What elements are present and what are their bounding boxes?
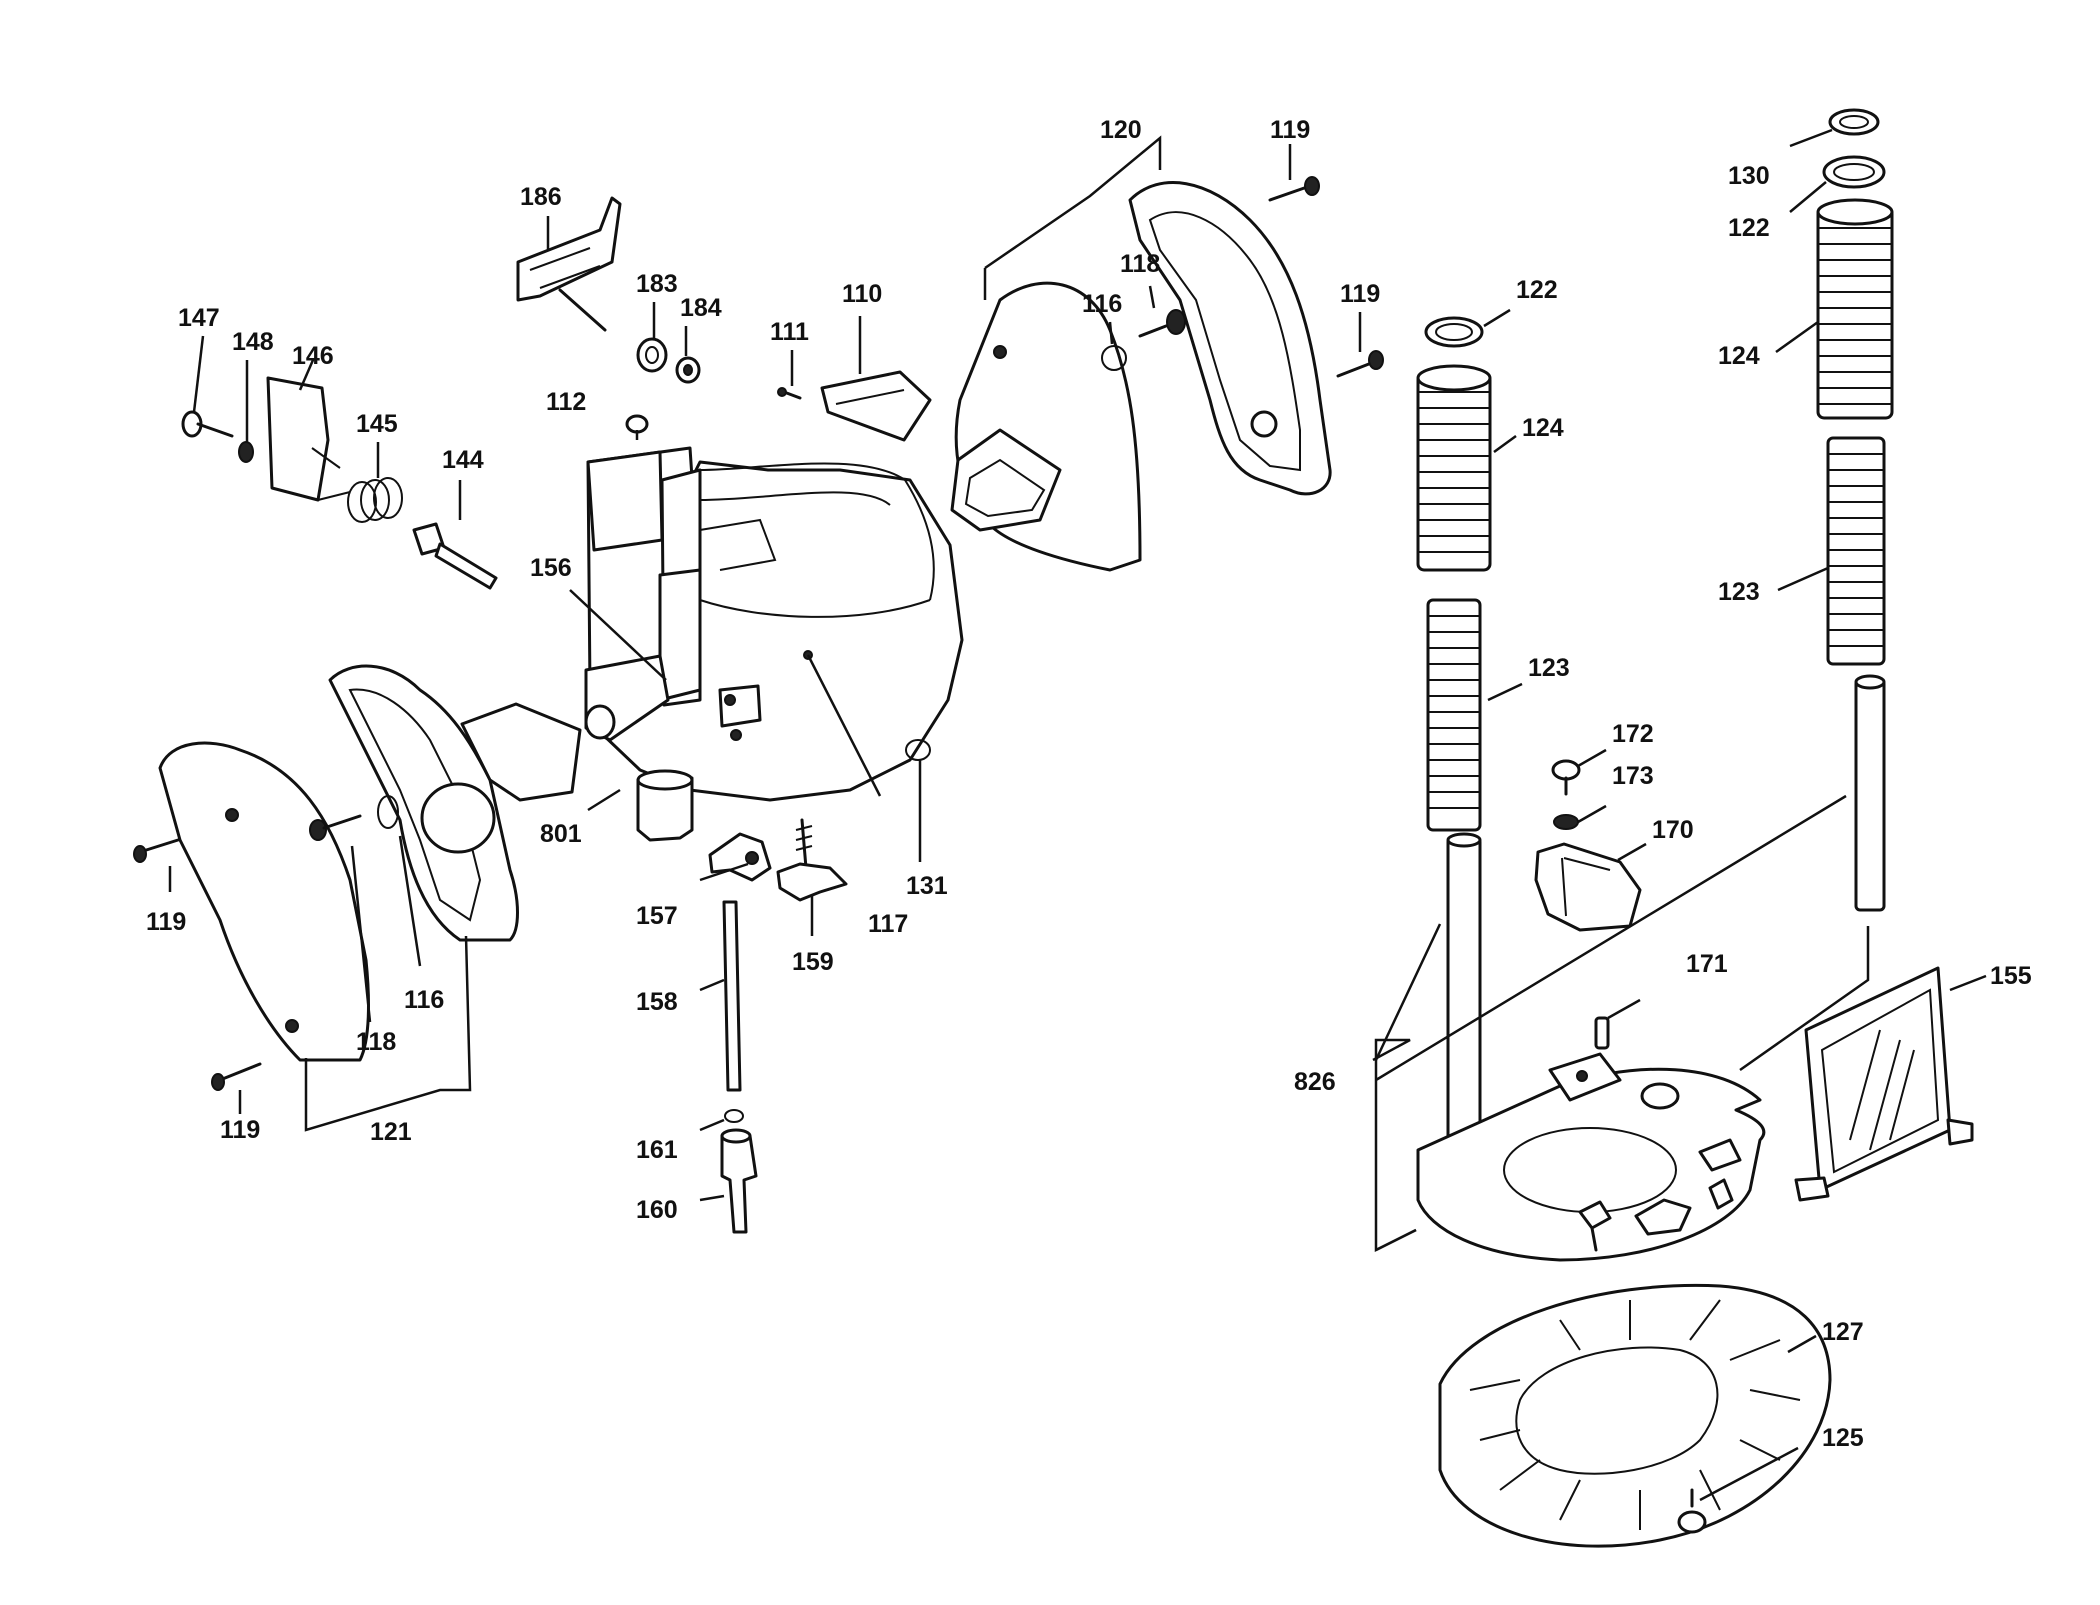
part-124-spring-right xyxy=(1816,198,1894,420)
label-159: 159 xyxy=(792,948,834,976)
label-171: 171 xyxy=(1686,950,1728,978)
label-118-right: 118 xyxy=(1120,250,1160,278)
label-186: 186 xyxy=(520,183,562,211)
label-158: 158 xyxy=(636,988,678,1016)
label-147: 147 xyxy=(178,304,220,332)
part-118-screw-right xyxy=(1138,309,1186,338)
part-123-spring-right xyxy=(1826,436,1886,666)
label-148: 148 xyxy=(232,328,274,356)
part-123-spring-left xyxy=(1426,598,1482,832)
label-124-right-column: 124 xyxy=(1718,342,1760,370)
part-121-handle-left xyxy=(158,664,582,1062)
part-158-rod xyxy=(722,900,742,1092)
label-117: 117 xyxy=(868,910,908,938)
part-144-bolt xyxy=(412,522,498,590)
label-160: 160 xyxy=(636,1196,678,1224)
part-173-washer xyxy=(1553,814,1579,830)
label-119-mid-right: 119 xyxy=(1340,280,1380,308)
part-119-screw-left-bottom xyxy=(211,1062,262,1091)
part-148-washer xyxy=(238,441,254,463)
label-112: 112 xyxy=(546,388,586,416)
part-171-pin xyxy=(1594,1016,1610,1050)
label-120: 120 xyxy=(1100,116,1142,144)
part-146-cover xyxy=(266,376,351,502)
part-112-screw xyxy=(625,414,649,434)
label-110: 110 xyxy=(842,280,882,308)
part-110-cap xyxy=(820,370,932,442)
part-117-motor-housing xyxy=(584,446,964,842)
label-122-right-column: 122 xyxy=(1728,214,1770,242)
part-119-screw-left-top xyxy=(133,838,180,863)
label-121: 121 xyxy=(370,1118,412,1146)
part-122-washer-right-column xyxy=(1822,155,1886,189)
label-125: 125 xyxy=(1822,1424,1864,1452)
callouts: 186 183 184 147 148 146 145 144 112 111 … xyxy=(146,116,2032,1452)
label-183: 183 xyxy=(636,270,678,298)
label-156: 156 xyxy=(530,554,572,582)
part-118-screw-left xyxy=(309,814,362,841)
part-119-screw-right-bottom xyxy=(1336,350,1384,378)
part-145-spring xyxy=(347,477,403,523)
label-116-left: 116 xyxy=(404,986,444,1014)
label-124-left-column: 124 xyxy=(1522,414,1564,442)
part-127-sub-base xyxy=(1438,1283,1832,1548)
part-119-screw-right-top xyxy=(1268,176,1320,202)
part-131-o-ring xyxy=(905,739,931,761)
label-145: 145 xyxy=(356,410,398,438)
label-184: 184 xyxy=(680,294,722,322)
label-127: 127 xyxy=(1822,1318,1864,1346)
part-125-screw xyxy=(1677,1488,1707,1534)
part-161-ring xyxy=(724,1109,744,1123)
label-170: 170 xyxy=(1652,816,1694,844)
part-172-screw xyxy=(1551,759,1581,796)
label-119-left-top: 119 xyxy=(146,908,186,936)
part-160-sleeve xyxy=(720,1128,758,1234)
label-122-left-column: 122 xyxy=(1516,276,1558,304)
label-130: 130 xyxy=(1728,162,1770,190)
part-186-switch xyxy=(516,196,622,332)
label-173: 173 xyxy=(1612,762,1654,790)
label-161: 161 xyxy=(636,1136,678,1164)
label-131: 131 xyxy=(906,872,948,900)
label-144: 144 xyxy=(442,446,484,474)
label-111: 111 xyxy=(770,318,809,346)
label-826: 826 xyxy=(1294,1068,1336,1096)
part-120-handle-right xyxy=(950,181,1332,572)
label-155: 155 xyxy=(1990,962,2032,990)
part-159-knob xyxy=(776,818,848,902)
part-147-screw xyxy=(181,410,234,438)
label-118-left: 118 xyxy=(356,1028,396,1056)
part-155-chip-shield xyxy=(1794,966,1974,1202)
leader-lines xyxy=(168,128,1987,1502)
part-116-washer-right xyxy=(1101,345,1127,371)
label-119-top-right: 119 xyxy=(1270,116,1310,144)
label-119-left-bottom: 119 xyxy=(220,1116,260,1144)
label-123-right-column: 123 xyxy=(1718,578,1760,606)
label-172: 172 xyxy=(1612,720,1654,748)
label-123-left-column: 123 xyxy=(1528,654,1570,682)
part-124-spring-left xyxy=(1416,364,1492,572)
label-116-right: 116 xyxy=(1082,290,1122,318)
part-130-ring xyxy=(1828,108,1880,136)
part-183-184-nuts xyxy=(636,337,701,384)
label-146: 146 xyxy=(292,342,334,370)
label-801: 801 xyxy=(540,820,582,848)
part-122-washer-left-column xyxy=(1424,316,1484,348)
part-116-washer-left xyxy=(377,795,399,829)
label-157: 157 xyxy=(636,902,678,930)
part-826-base-assembly xyxy=(1416,674,1886,1262)
part-157-clamp xyxy=(708,832,772,882)
part-111-screw xyxy=(777,387,802,400)
